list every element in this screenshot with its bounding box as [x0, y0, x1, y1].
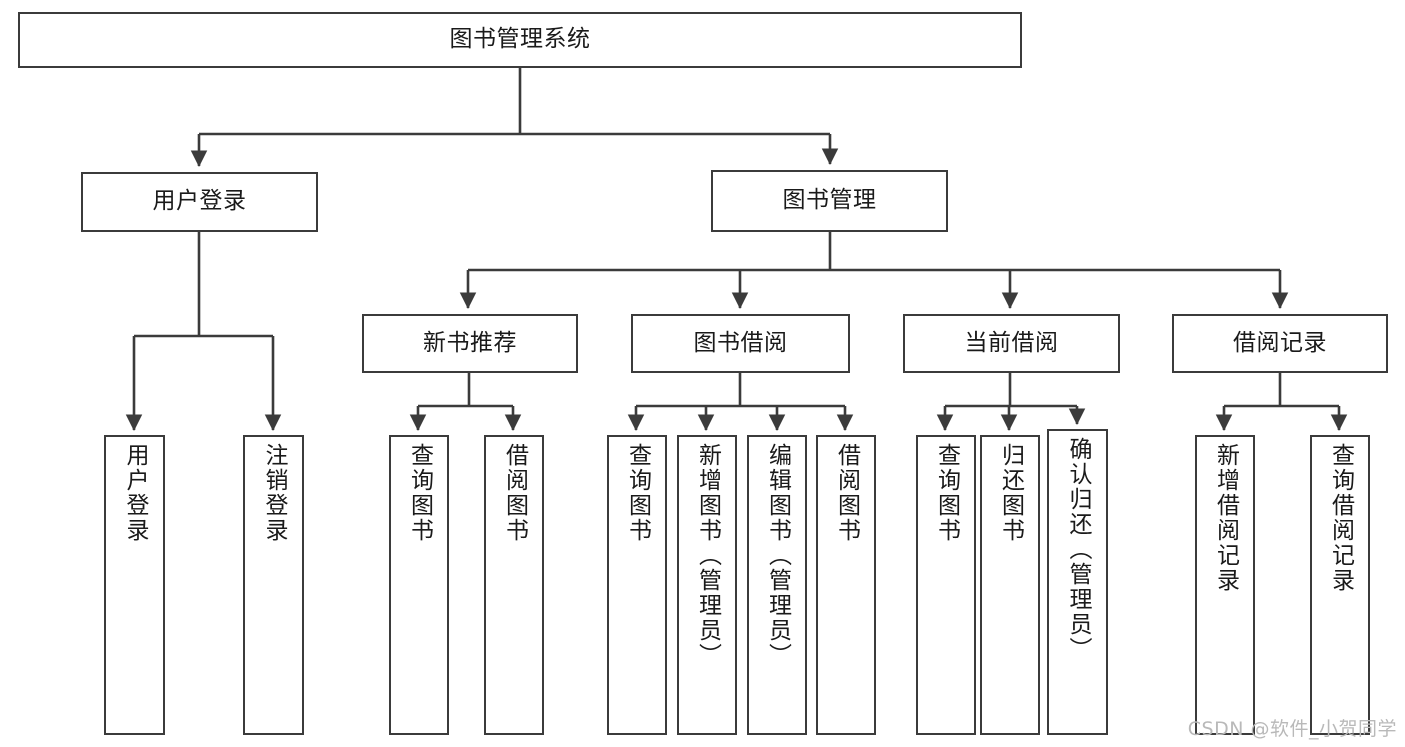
node-borrow-record[interactable]: 借阅记录	[1172, 314, 1388, 373]
node-book-management[interactable]: 图书管理	[711, 170, 948, 232]
node-current-borrow[interactable]: 当前借阅	[903, 314, 1120, 373]
node-user-login[interactable]: 用户登录	[81, 172, 318, 232]
node-root[interactable]: 图书管理系统	[18, 12, 1022, 68]
node-book-borrow[interactable]: 图书借阅	[631, 314, 850, 373]
node-book-management-label: 图书管理	[782, 187, 877, 214]
node-leaf-query-book-1-label: 查询图书	[406, 443, 433, 543]
node-borrow-record-label: 借阅记录	[1233, 329, 1327, 356]
node-leaf-edit-book[interactable]: 编辑图书（管理员）	[747, 435, 807, 735]
node-leaf-user-login[interactable]: 用户登录	[104, 435, 165, 735]
node-root-label: 图书管理系统	[449, 26, 591, 53]
node-current-borrow-label: 当前借阅	[964, 329, 1059, 356]
node-leaf-edit-book-label: 编辑图书（管理员）	[764, 443, 791, 668]
node-book-borrow-label: 图书借阅	[693, 329, 788, 356]
node-leaf-logout[interactable]: 注销登录	[243, 435, 304, 735]
node-leaf-confirm-return[interactable]: 确认归还（管理员）	[1047, 429, 1108, 735]
node-leaf-return-book[interactable]: 归还图书	[980, 435, 1040, 735]
node-leaf-borrow-book-2[interactable]: 借阅图书	[816, 435, 876, 735]
node-leaf-logout-label: 注销登录	[261, 443, 287, 543]
node-leaf-add-record[interactable]: 新增借阅记录	[1195, 435, 1255, 735]
node-leaf-query-record[interactable]: 查询借阅记录	[1310, 435, 1370, 735]
node-new-book-recommend[interactable]: 新书推荐	[362, 314, 578, 373]
node-leaf-borrow-book-1[interactable]: 借阅图书	[484, 435, 544, 735]
node-leaf-query-book-1[interactable]: 查询图书	[389, 435, 449, 735]
node-leaf-query-book-2-label: 查询图书	[624, 443, 651, 543]
node-leaf-query-book-3[interactable]: 查询图书	[916, 435, 976, 735]
node-new-book-recommend-label: 新书推荐	[423, 329, 517, 356]
node-leaf-query-record-label: 查询借阅记录	[1327, 443, 1354, 593]
node-leaf-borrow-book-2-label: 借阅图书	[833, 443, 860, 543]
node-leaf-query-book-3-label: 查询图书	[933, 443, 960, 543]
node-leaf-add-book-label: 新增图书（管理员）	[694, 443, 721, 668]
node-leaf-query-book-2[interactable]: 查询图书	[607, 435, 667, 735]
node-user-login-label: 用户登录	[152, 188, 247, 215]
node-leaf-return-book-label: 归还图书	[997, 443, 1024, 543]
node-leaf-user-login-label: 用户登录	[122, 443, 148, 543]
node-leaf-add-record-label: 新增借阅记录	[1212, 443, 1239, 593]
node-leaf-borrow-book-1-label: 借阅图书	[501, 443, 528, 543]
node-leaf-confirm-return-label: 确认归还（管理员）	[1065, 437, 1091, 662]
node-leaf-add-book[interactable]: 新增图书（管理员）	[677, 435, 737, 735]
